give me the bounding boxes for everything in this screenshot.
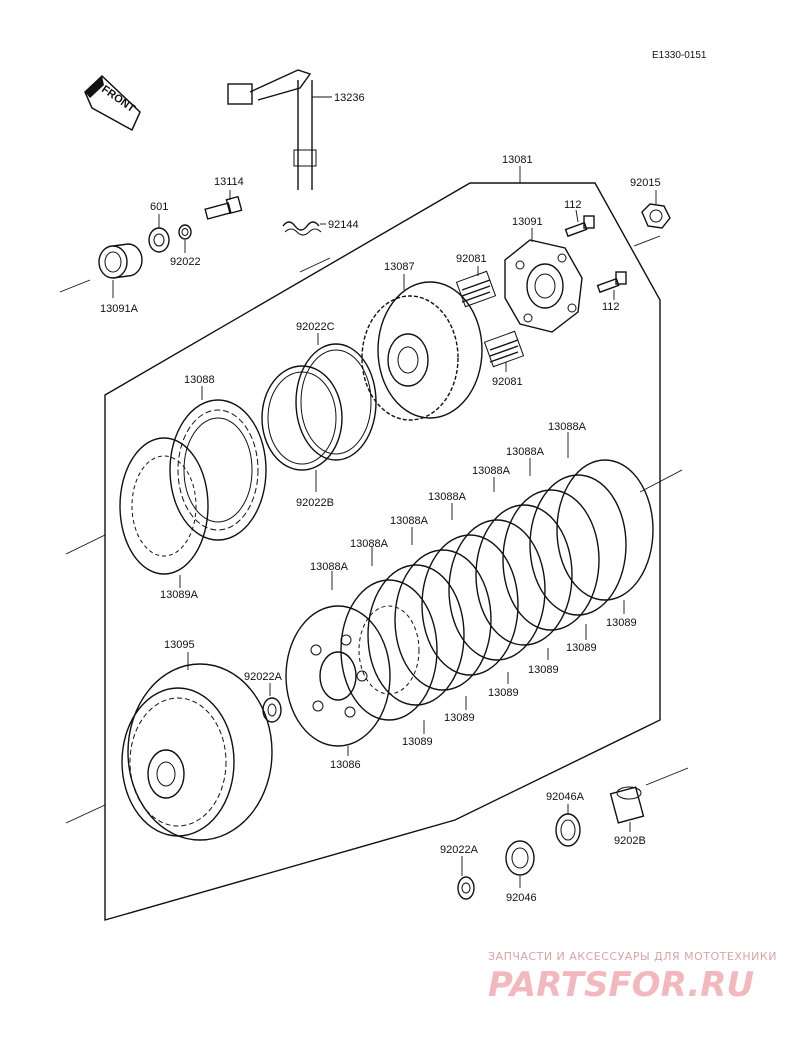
label-92022C: 92022C (296, 321, 335, 333)
label-13089-2: 13089 (566, 642, 597, 654)
label-13114: 13114 (214, 176, 244, 188)
bearing-601 (148, 214, 170, 253)
label-13236: 13236 (334, 92, 365, 104)
label-13088A-1: 13088A (548, 421, 587, 433)
watermark-logo: PARTSFOR.RU (488, 965, 754, 1005)
spring-92081-lower (483, 330, 525, 372)
label-13089A: 13089A (160, 589, 199, 601)
clutch-boss-13086 (285, 605, 391, 756)
watermark-subtitle: ЗАПЧАСТИ И АКСЕССУАРЫ ДЛЯ МОТОТЕХНИКИ (488, 950, 777, 963)
clutch-plate-stack (340, 459, 654, 721)
label-13087: 13087 (384, 261, 415, 273)
label-112-lower: 112 (602, 301, 620, 313)
spring-92081-upper (455, 266, 497, 308)
label-13089-4: 13089 (488, 687, 519, 699)
label-92046A: 92046A (546, 791, 585, 803)
needle-bearing-92046 (505, 840, 535, 888)
label-92022A-upper: 92022A (244, 671, 283, 683)
label-92022: 92022 (170, 256, 201, 268)
front-arrow-icon: FRONT (84, 74, 141, 132)
release-shaft-13236 (227, 69, 332, 190)
label-92081-upper: 92081 (456, 253, 487, 265)
label-13088A-5: 13088A (390, 515, 429, 527)
label-13088A-6: 13088A (350, 538, 389, 550)
label-13088A-4: 13088A (428, 491, 467, 503)
clutch-hub-13087 (361, 274, 483, 421)
label-13089-3: 13089 (528, 664, 559, 676)
collar-13091A (98, 243, 143, 298)
spring-92144 (282, 221, 326, 236)
label-601: 601 (150, 201, 168, 213)
ring-92022B (261, 365, 343, 492)
label-13088A-3: 13088A (472, 465, 511, 477)
label-92144: 92144 (328, 219, 359, 231)
steel-plate-13089A (119, 437, 209, 588)
label-92022A-lower: 92022A (440, 844, 479, 856)
clutch-group-outline (104, 182, 661, 921)
needle-bearing-92046A (555, 804, 581, 847)
label-112-upper: 112 (564, 199, 582, 211)
bolt-112-lower (596, 271, 627, 300)
label-13089-1: 13089 (606, 617, 637, 629)
label-13086: 13086 (330, 759, 361, 771)
label-13088A-7: 13088A (310, 561, 349, 573)
label-13089-6: 13089 (402, 736, 433, 748)
pressure-plate-13091 (504, 228, 583, 333)
diagram-code: E1330-0151 (652, 50, 707, 61)
label-92022B: 92022B (296, 497, 334, 509)
washer-92022 (178, 224, 192, 253)
label-92081-lower: 92081 (492, 376, 523, 388)
nut-92015 (641, 190, 671, 229)
label-13088A-2: 13088A (506, 446, 545, 458)
label-13091A: 13091A (100, 303, 139, 315)
label-13091: 13091 (512, 216, 543, 228)
sleeve-9202B (609, 786, 645, 832)
label-92015: 92015 (630, 177, 661, 189)
ring-92022C (295, 333, 377, 461)
bolt-112-upper (564, 209, 595, 238)
label-13081: 13081 (502, 154, 533, 166)
label-92046: 92046 (506, 892, 537, 904)
label-13089-5: 13089 (444, 712, 475, 724)
label-13088: 13088 (184, 374, 215, 386)
label-13095: 13095 (164, 639, 195, 651)
bolt-13114 (204, 190, 243, 220)
washer-92022A-lower (457, 856, 475, 900)
friction-plate-13088 (169, 386, 267, 541)
clutch-housing-13095 (121, 652, 273, 841)
label-9202B: 9202B (614, 835, 646, 847)
